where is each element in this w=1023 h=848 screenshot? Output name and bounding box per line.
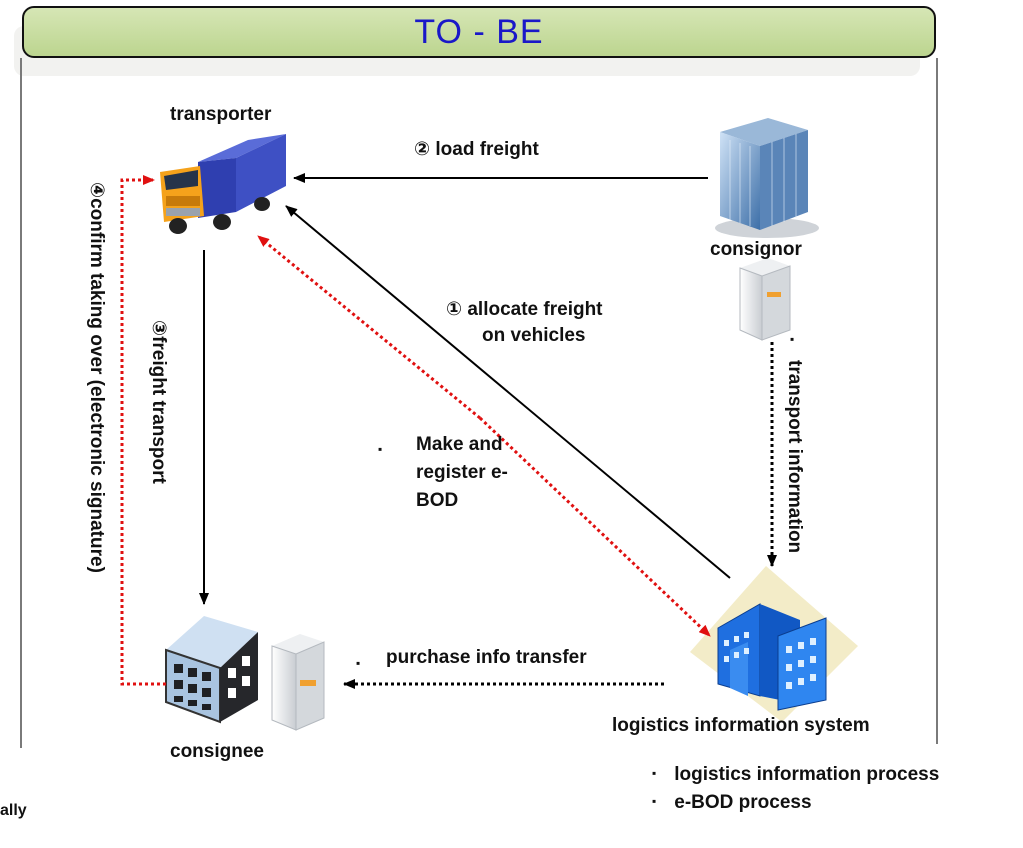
ebod-label-line1: Make and [416,434,503,455]
bullet-text: e-BOD process [674,792,812,813]
consignor-label: consignor [710,239,802,260]
allocate-freight-arrow [285,205,731,579]
allocate-freight-label-line1: ① allocate freight [446,299,603,320]
transport-info-bullet: ▪ [790,330,812,352]
ebod-arrow-head-bottom [478,416,712,638]
bullet-marker: ▪ [652,794,657,808]
load-freight-label: ② load freight [414,139,539,160]
frame-right-border [936,58,938,744]
logistics-system-icon [690,566,858,722]
bullet-text: logistics information process [674,764,940,785]
confirm-arrow [120,175,166,686]
page-title: TO - BE [22,6,936,58]
office-building-icon [715,118,819,238]
footnote-fragment: ally [0,802,27,819]
ebod-bullet: ▪ [378,440,400,462]
bullet-marker: ▪ [378,442,383,456]
server-icon [271,634,325,731]
bullet-marker: ▪ [652,766,657,780]
purchase-info-label-text: purchase info transfer [386,647,587,668]
confirm-taking-over-label: ④confirm taking over (electronic signatu… [86,182,107,573]
bullet-marker: ▪ [790,332,795,346]
ebod-label-line2: register e- [416,462,508,483]
bullet-item-ebod-process: ▪ e-BOD process [652,792,812,814]
logistics-system-label: logistics information system [612,715,870,736]
transport-information-label: transport information [784,360,805,554]
ebod-arrow-head-top [257,234,481,420]
consignee-label: consignee [170,741,264,762]
bullet-item-logistics-process: ▪ logistics information process [652,764,939,786]
transporter-label: transporter [170,104,272,125]
server-icon [739,258,791,341]
consignee-building-icon [165,616,258,724]
purchase-info-bullet: ▪ [356,654,378,676]
allocate-freight-label-line2: on vehicles [482,325,586,346]
bullet-marker: ▪ [356,656,361,670]
frame-left-border [20,58,22,748]
truck-icon [160,134,286,234]
freight-transport-label: ③freight transport [148,320,169,484]
ebod-label-line3: BOD [416,490,459,511]
